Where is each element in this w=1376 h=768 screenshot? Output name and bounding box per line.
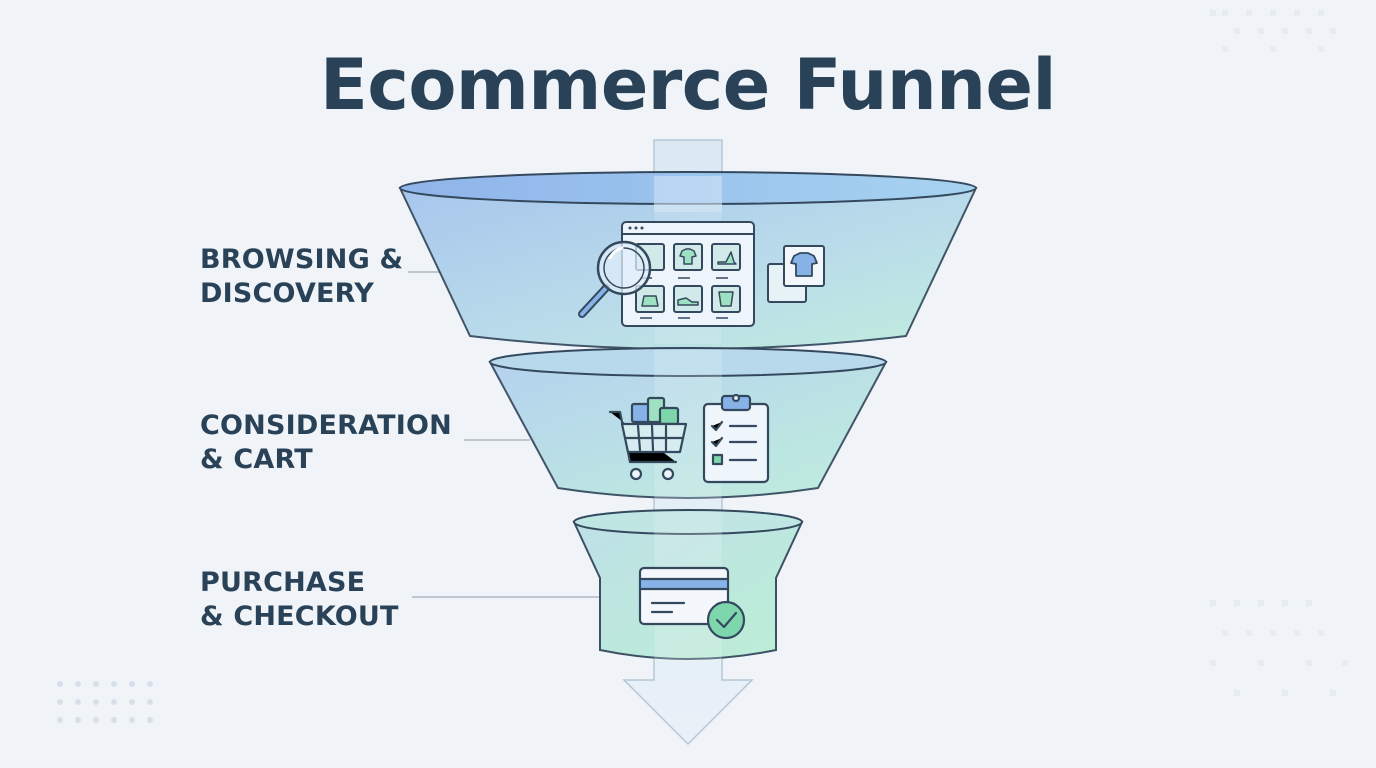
tshirt-cards-icon xyxy=(767,245,825,303)
page-title: Ecommerce Funnel xyxy=(320,44,1056,126)
magnifier-icon xyxy=(578,240,652,318)
shopping-cart-icon xyxy=(608,396,688,481)
stage-label-purchase: PURCHASE & CHECKOUT xyxy=(200,566,480,634)
stage-label-browsing: BROWSING & DISCOVERY xyxy=(200,243,480,311)
stage-label-line: CONSIDERATION xyxy=(200,410,452,441)
stage-label-line: BROWSING & xyxy=(200,244,404,275)
checklist-clipboard-icon xyxy=(702,393,770,484)
decorative-dots xyxy=(57,681,153,723)
funnel-stage-consideration xyxy=(488,347,888,500)
credit-card-check-icon xyxy=(638,566,746,640)
stage-label-line: & CART xyxy=(200,444,313,475)
stage-label-line: DISCOVERY xyxy=(200,278,374,309)
stage-label-line: & CHECKOUT xyxy=(200,601,399,632)
stage-label-consideration: CONSIDERATION & CART xyxy=(200,409,480,477)
stage-label-line: PURCHASE xyxy=(200,567,366,598)
decorative-grid xyxy=(1210,10,1348,696)
product-grid-icon xyxy=(621,221,755,327)
